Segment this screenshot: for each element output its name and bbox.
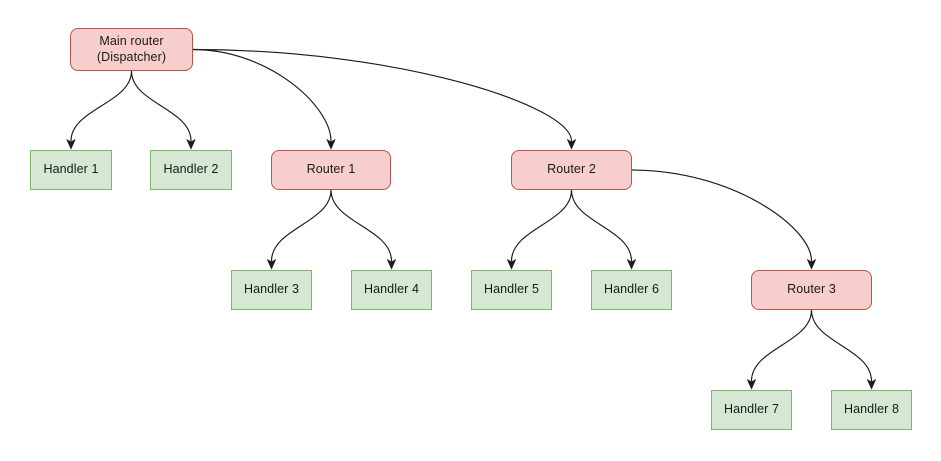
edge-router-1-to-handler-4-arrowhead-icon <box>387 259 396 270</box>
edge-main-to-router-2 <box>192 48 573 142</box>
edge-router-3-to-handler-8 <box>810 309 873 382</box>
node-handler-2[interactable]: Handler 2 <box>150 150 232 190</box>
edge-main-to-handler-1-arrowhead-icon <box>66 139 76 150</box>
node-handler-4[interactable]: Handler 4 <box>351 270 432 310</box>
edge-router-2-to-router-3 <box>631 169 813 262</box>
edge-main-to-handler-1 <box>70 70 133 142</box>
edge-router-2-to-handler-6 <box>570 189 633 262</box>
edge-router-1-to-handler-4 <box>330 189 393 262</box>
node-main-router[interactable]: Main router (Dispatcher) <box>70 28 193 71</box>
edge-main-to-router-2-arrowhead-icon <box>567 139 576 150</box>
edge-router-2-to-router-3-arrowhead-icon <box>807 259 816 270</box>
node-handler-5[interactable]: Handler 5 <box>471 270 552 310</box>
edge-router-3-to-handler-7-arrowhead-icon <box>747 379 756 390</box>
edge-router-2-to-handler-5 <box>510 189 573 262</box>
node-handler-8[interactable]: Handler 8 <box>831 390 912 430</box>
node-handler-1[interactable]: Handler 1 <box>30 150 112 190</box>
node-router-2[interactable]: Router 2 <box>511 150 632 190</box>
node-router-1[interactable]: Router 1 <box>271 150 391 190</box>
edge-router-1-to-handler-3 <box>270 189 332 262</box>
edge-main-to-handler-2-arrowhead-icon <box>186 139 196 150</box>
edge-router-3-to-handler-7 <box>750 309 813 382</box>
node-router-3[interactable]: Router 3 <box>751 270 872 310</box>
edge-router-2-to-handler-5-arrowhead-icon <box>507 259 516 270</box>
edge-router-1-to-handler-3-arrowhead-icon <box>267 259 276 270</box>
edge-router-2-to-handler-6-arrowhead-icon <box>627 259 636 270</box>
edge-main-to-router-1-arrowhead-icon <box>326 139 336 150</box>
edge-main-to-router-1 <box>192 48 332 142</box>
node-handler-3[interactable]: Handler 3 <box>231 270 312 310</box>
edge-router-3-to-handler-8-arrowhead-icon <box>867 379 876 390</box>
node-handler-6[interactable]: Handler 6 <box>591 270 672 310</box>
node-handler-7[interactable]: Handler 7 <box>711 390 792 430</box>
edge-main-to-handler-2 <box>130 70 192 142</box>
